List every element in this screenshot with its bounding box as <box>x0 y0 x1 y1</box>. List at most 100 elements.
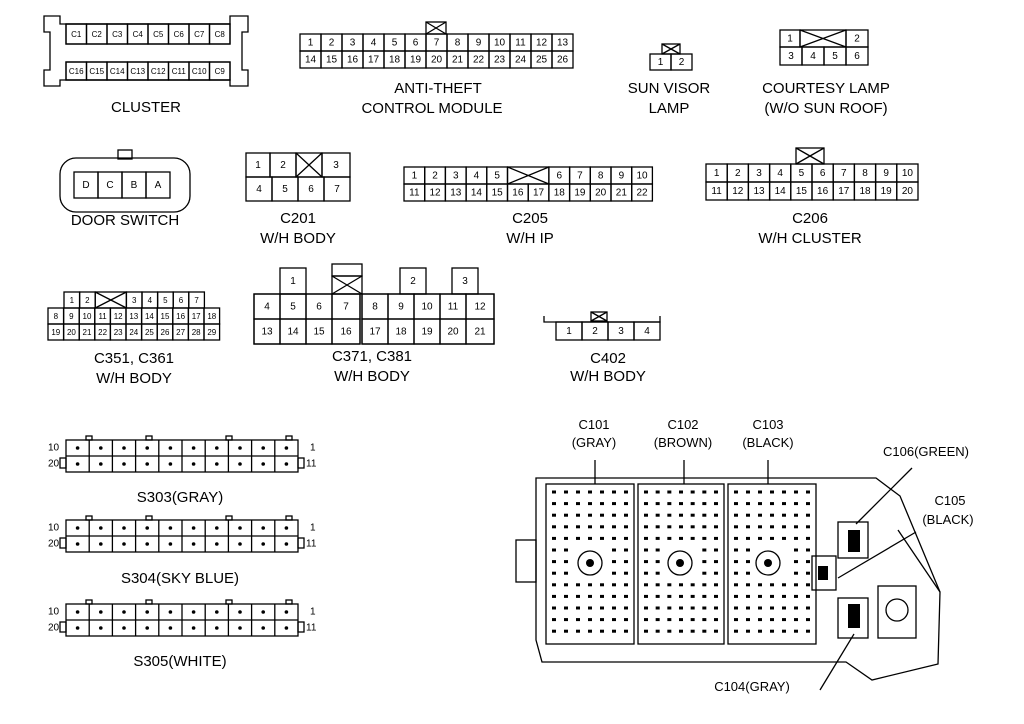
c205-pin-8: 8 <box>589 166 612 185</box>
terminal <box>588 606 592 610</box>
terminal <box>667 536 672 540</box>
terminal <box>612 618 616 622</box>
side-label: 10 <box>48 523 60 534</box>
terminal <box>624 525 628 529</box>
antitheft-pin-3: 3 <box>341 33 364 52</box>
svg-text:16: 16 <box>176 312 185 321</box>
terminal <box>746 571 750 575</box>
terminal <box>612 548 616 552</box>
svg-text:21: 21 <box>452 55 464 66</box>
svg-text:21: 21 <box>474 327 486 338</box>
svg-text:8: 8 <box>372 302 378 313</box>
svg-text:18: 18 <box>389 55 401 66</box>
c206-pin-12: 12 <box>726 181 750 201</box>
terminal <box>576 606 580 610</box>
terminal <box>600 594 604 598</box>
svg-text:1: 1 <box>787 34 793 45</box>
svg-text:9: 9 <box>69 312 74 321</box>
terminal <box>782 629 786 633</box>
terminal <box>734 629 738 633</box>
pin-dot <box>122 526 126 530</box>
terminal <box>714 594 718 598</box>
svg-text:7: 7 <box>434 38 440 49</box>
terminal <box>806 583 810 587</box>
side-label: 1 <box>310 607 316 618</box>
caption-s305: S305(WHITE) <box>133 653 226 670</box>
terminal <box>702 606 707 610</box>
svg-text:C: C <box>106 180 113 191</box>
terminal <box>758 606 762 610</box>
terminal <box>746 513 750 517</box>
terminal <box>746 490 750 494</box>
terminal <box>600 513 604 517</box>
terminal <box>588 525 592 529</box>
terminal <box>806 606 810 610</box>
terminal <box>702 594 707 598</box>
svg-text:11: 11 <box>515 38 526 49</box>
svg-text:11: 11 <box>98 312 107 321</box>
svg-text:22: 22 <box>98 328 107 337</box>
c371-pin-10: 10 <box>413 293 441 320</box>
terminal <box>794 502 798 506</box>
svg-text:C5: C5 <box>153 30 164 39</box>
side-label: 1 <box>310 443 316 454</box>
pin-dot <box>284 526 289 530</box>
c371-pin-8: 8 <box>361 293 389 320</box>
terminal <box>552 536 556 540</box>
terminal <box>702 618 707 622</box>
svg-text:5: 5 <box>282 184 288 195</box>
terminal <box>770 490 774 494</box>
antitheft-pin-5: 5 <box>383 33 406 52</box>
svg-text:6: 6 <box>179 296 184 305</box>
svg-text:5: 5 <box>494 171 500 182</box>
terminal <box>600 525 604 529</box>
svg-text:7: 7 <box>841 168 847 179</box>
terminal <box>746 629 750 633</box>
cluster-pin-C8: C8 <box>208 23 231 45</box>
terminal <box>588 629 592 633</box>
pin-dot <box>261 526 266 530</box>
svg-text:1: 1 <box>308 38 314 49</box>
terminal <box>734 606 738 610</box>
terminal <box>714 502 718 506</box>
svg-text:13: 13 <box>450 188 462 199</box>
c205-pin-12: 12 <box>424 183 447 202</box>
terminal <box>576 629 580 633</box>
svg-text:C1: C1 <box>71 30 82 39</box>
terminal <box>667 525 672 529</box>
terminal <box>714 618 718 622</box>
c205-pin-20: 20 <box>589 183 612 202</box>
svg-text:2: 2 <box>85 296 90 305</box>
terminal <box>690 525 695 529</box>
terminal <box>588 536 592 540</box>
svg-text:C3: C3 <box>112 30 123 39</box>
svg-text:10: 10 <box>902 168 914 179</box>
svg-text:2: 2 <box>280 160 286 171</box>
c206-pin-3: 3 <box>747 163 771 183</box>
svg-text:29: 29 <box>207 328 216 337</box>
c206-pin-18: 18 <box>853 181 877 201</box>
sunvisor-pin-2: 2 <box>670 53 693 71</box>
pin-dot <box>238 610 242 614</box>
c201-pin-5: 5 <box>271 176 299 202</box>
c351-pin-20: 20 <box>62 323 80 341</box>
terminal <box>644 594 648 598</box>
courtesy-pin-6: 6 <box>845 46 869 66</box>
svg-text:19: 19 <box>574 188 586 199</box>
svg-text:18: 18 <box>395 327 407 338</box>
svg-text:3: 3 <box>453 171 459 182</box>
terminal <box>734 525 738 529</box>
pin-dot <box>215 610 219 614</box>
svg-text:C16: C16 <box>69 67 84 76</box>
c206-pin-2: 2 <box>726 163 750 183</box>
terminal <box>758 525 762 529</box>
terminal <box>588 618 592 622</box>
svg-text:27: 27 <box>176 328 185 337</box>
svg-text:C10: C10 <box>192 67 207 76</box>
terminal <box>644 629 648 633</box>
svg-text:16: 16 <box>347 55 359 66</box>
